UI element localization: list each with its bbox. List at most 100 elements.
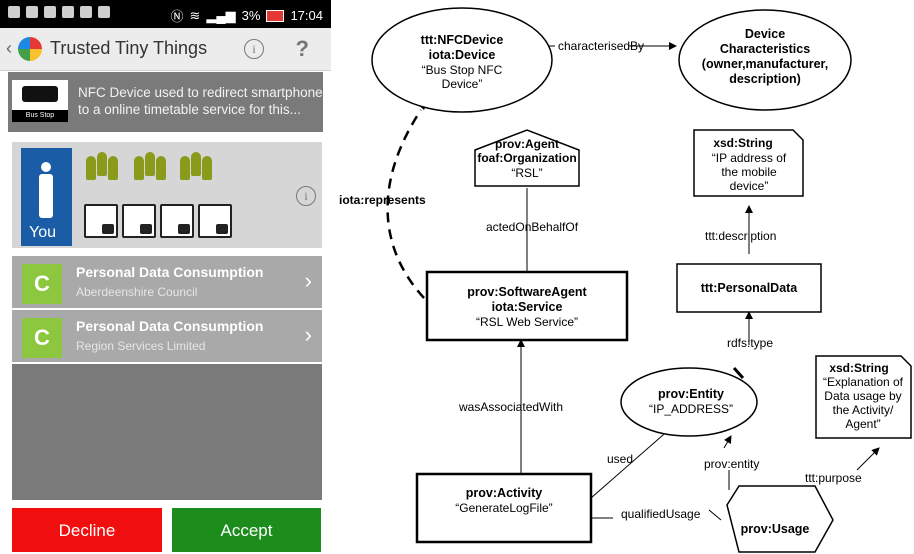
consumption-badge: C	[22, 318, 62, 358]
notification-icons	[8, 6, 110, 18]
people-group-icon	[84, 152, 120, 182]
edge-label: prov:entity	[704, 457, 759, 471]
edge-label: characterisedBy	[558, 39, 644, 53]
list-empty-area	[12, 364, 322, 500]
node-title: Device	[745, 27, 785, 41]
accept-button[interactable]: Accept	[172, 508, 321, 552]
edge-label: qualifiedUsage	[621, 507, 701, 521]
node-title: prov:Entity	[658, 387, 724, 401]
node-title: xsd:String	[829, 361, 888, 375]
node-value: “RSL Web Service”	[476, 315, 578, 329]
device-description: NFC Device used to redirect smartphone t…	[78, 85, 323, 117]
people-group-icon	[132, 152, 168, 182]
you-card[interactable]: You	[21, 148, 72, 246]
node-title: xsd:String	[713, 136, 772, 150]
notification-icon	[26, 6, 38, 18]
image-notification-icon	[44, 6, 56, 18]
node-value: Agent”	[845, 417, 880, 431]
download-notification-icon	[98, 6, 110, 18]
edge-label: used	[607, 452, 633, 466]
list-item[interactable]: C Personal Data Consumption Aberdeenshir…	[12, 256, 322, 308]
wifi-icon: ≋	[189, 7, 201, 23]
help-button[interactable]: ?	[295, 36, 309, 61]
check-notification-icon	[80, 6, 92, 18]
node-value: device”	[730, 179, 769, 193]
list-item-subtitle: Region Services Limited	[76, 339, 206, 353]
provenance-diagram: ttt:NFCDevice iota:Device “Bus Stop NFC …	[339, 7, 912, 553]
device-panel: Bus Stop NFC Device used to redirect sma…	[8, 72, 323, 132]
system-icons: Ⓝ ≋ ▂▄▆ 3% 17:04	[171, 6, 323, 25]
phone-screen: Ⓝ ≋ ▂▄▆ 3% 17:04 ‹ Trusted Tiny Things i…	[0, 0, 331, 554]
node-title: ttt:PersonalData	[701, 281, 799, 295]
node-value: Device”	[442, 77, 483, 91]
edge-label: wasAssociatedWith	[458, 400, 563, 414]
edge-label: ttt:purpose	[805, 471, 862, 485]
decline-button[interactable]: Decline	[12, 508, 162, 552]
node-title: description)	[729, 72, 801, 86]
node-value: “IP_ADDRESS”	[649, 402, 733, 416]
edge-label: ttt:description	[705, 229, 776, 243]
node-title: prov:SoftwareAgent	[467, 285, 587, 299]
consumption-badge: C	[22, 264, 62, 304]
info-icon[interactable]: i	[244, 39, 264, 59]
node-software-agent: prov:SoftwareAgent iota:Service “RSL Web…	[425, 270, 629, 342]
node-subtitle: iota:Service	[492, 300, 563, 314]
person-icon	[39, 162, 53, 220]
node-prov-usage: prov:Usage	[726, 485, 834, 553]
node-title: prov:Agent	[495, 137, 559, 151]
list-item-title: Personal Data Consumption	[76, 264, 264, 280]
node-subtitle: foaf:Organization	[477, 151, 576, 165]
node-value: “RSL”	[511, 166, 542, 180]
node-prov-activity: prov:Activity “GenerateLogFile”	[415, 472, 593, 544]
node-title: prov:Activity	[466, 486, 542, 500]
signal-icon: ▂▄▆	[206, 7, 236, 23]
status-bar: Ⓝ ≋ ▂▄▆ 3% 17:04	[0, 0, 331, 28]
node-value: “Explanation of	[823, 375, 904, 389]
app-logo-icon[interactable]	[18, 37, 42, 61]
node-value: “GenerateLogFile”	[455, 501, 552, 515]
bus-stop-icon: Bus Stop	[12, 80, 68, 122]
app-title: Trusted Tiny Things	[50, 38, 208, 58]
bus-stop-label: Bus Stop	[12, 110, 68, 122]
list-item[interactable]: C Personal Data Consumption Region Servi…	[12, 310, 322, 362]
node-nfc-device: ttt:NFCDevice iota:Device “Bus Stop NFC …	[371, 7, 553, 113]
node-value: the Activity/	[833, 403, 894, 417]
chevron-right-icon: ›	[304, 322, 312, 347]
diagram-edges	[386, 42, 880, 521]
node-value: “Bus Stop NFC	[422, 63, 503, 77]
back-chevron-icon[interactable]: ‹	[6, 38, 12, 58]
locked-document-icon	[84, 204, 118, 238]
node-device-characteristics: Device Characteristics (owner,manufactur…	[678, 9, 852, 111]
edge-labels: characterisedBy iota:represents actedOnB…	[339, 39, 862, 521]
node-value: Data usage by	[824, 389, 901, 403]
locked-document-icon	[198, 204, 232, 238]
mail-notification-icon	[62, 6, 74, 18]
people-group-icon	[178, 152, 214, 182]
bus-icon	[22, 86, 58, 102]
you-label: You	[29, 224, 56, 241]
node-title: ttt:NFCDevice	[421, 33, 504, 47]
node-title: Characteristics	[720, 42, 810, 56]
notification-icon	[8, 6, 20, 18]
node-title: prov:Usage	[741, 522, 810, 536]
node-xsd-string-purpose: xsd:String “Explanation of Data usage by…	[815, 355, 912, 439]
clock: 17:04	[290, 8, 323, 23]
app-bar: ‹ Trusted Tiny Things i ?	[0, 28, 331, 71]
list-item-title: Personal Data Consumption	[76, 318, 264, 334]
node-title: (owner,manufacturer,	[702, 57, 828, 71]
node-subtitle: iota:Device	[429, 48, 496, 62]
node-xsd-string-ip: xsd:String “IP address of the mobile dev…	[693, 129, 804, 197]
node-personal-data: ttt:PersonalData	[676, 263, 822, 313]
edge-label: iota:represents	[339, 193, 426, 207]
node-prov-agent: prov:Agent foaf:Organization “RSL”	[474, 129, 580, 187]
info-icon[interactable]: i	[296, 186, 316, 206]
node-prov-entity: prov:Entity “IP_ADDRESS”	[620, 367, 758, 437]
edge-label: actedOnBehalfOf	[486, 220, 579, 234]
nfc-icon: Ⓝ	[170, 9, 184, 24]
node-value: the mobile	[721, 165, 777, 179]
battery-percent: 3%	[241, 8, 261, 23]
edge-label: rdfs:type	[727, 336, 773, 350]
agents-panel: You i	[12, 142, 322, 248]
list-item-subtitle: Aberdeenshire Council	[76, 285, 198, 299]
chevron-right-icon: ›	[304, 268, 312, 293]
